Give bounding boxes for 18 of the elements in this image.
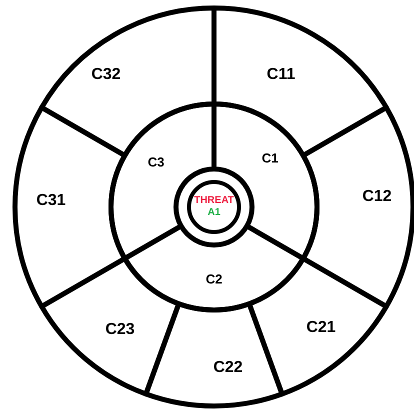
ring-sector <box>246 256 389 396</box>
sector-label: C1 <box>262 152 278 164</box>
sector-label: C3 <box>148 156 164 168</box>
sector-label: C21 <box>306 320 336 336</box>
sector-label: C11 <box>266 67 296 83</box>
center-title: THREAT <box>194 196 234 206</box>
sector-label: C32 <box>91 67 121 83</box>
sector-label: C2 <box>206 272 222 286</box>
center-code: A1 <box>206 208 222 218</box>
ring-sector <box>12 105 128 309</box>
ring-sector <box>39 6 216 158</box>
sector-label: C22 <box>213 360 243 376</box>
sector-label: C23 <box>105 322 135 338</box>
center-circle <box>187 180 241 234</box>
sector-label: C31 <box>36 193 66 209</box>
ring-sector <box>300 105 414 309</box>
ring-sector <box>39 256 182 396</box>
sector-label: C12 <box>362 189 392 205</box>
